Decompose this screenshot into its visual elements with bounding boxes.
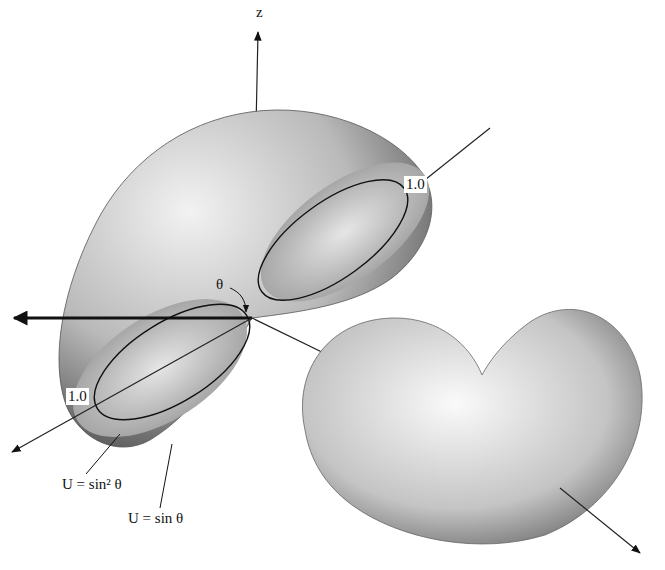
theta-arc (230, 288, 246, 312)
axis-line (252, 318, 330, 356)
axis-label: z (254, 4, 265, 21)
axis-line (14, 317, 252, 320)
curve-label: U = sin² θ (60, 476, 124, 493)
leader-line (160, 444, 172, 508)
sin-theta-piece (302, 309, 642, 544)
curve-label: U = sin θ (126, 510, 185, 527)
scale-value: 1.0 (66, 388, 89, 405)
axis-line (12, 318, 252, 452)
scale-value: 1.0 (404, 176, 427, 193)
leader-line (86, 434, 120, 474)
angle-label: θ (214, 276, 225, 293)
cut-face (238, 136, 453, 329)
cut-face (49, 271, 270, 465)
sin-squared-section (239, 158, 426, 323)
axis-line (560, 488, 640, 553)
